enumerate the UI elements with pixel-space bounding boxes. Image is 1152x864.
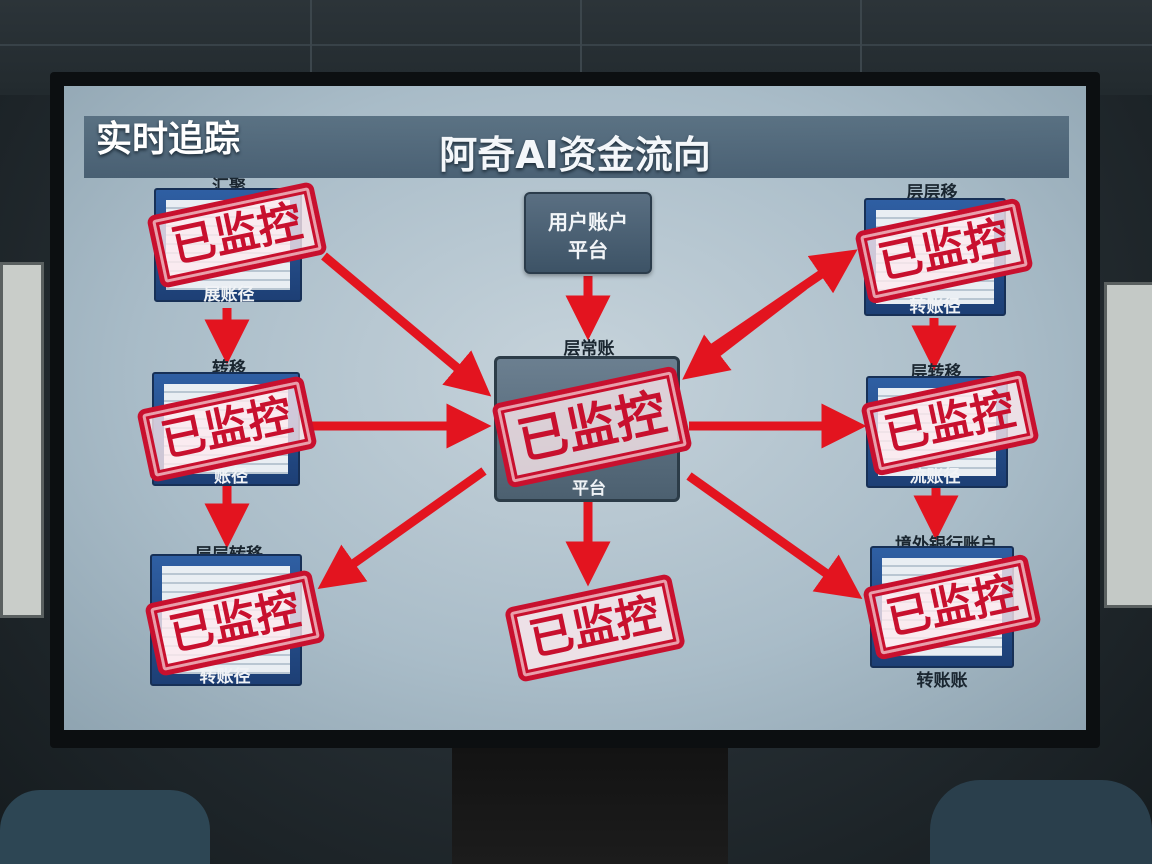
corner-title: 实时追踪	[96, 119, 241, 160]
source-label-line1: 用户账户	[548, 210, 628, 234]
left-node-1-bottom-label: 展账径	[203, 285, 255, 305]
arrow-right1-to-hub	[682, 282, 807, 380]
title-bar	[84, 116, 1069, 178]
source-label-line2: 平台	[568, 238, 608, 262]
flow-arrows	[204, 249, 959, 600]
left-node-2-bottom-label: 账径	[214, 467, 248, 487]
hub-top-label: 层常账	[563, 339, 615, 359]
arrow-hub-to-left3	[317, 467, 487, 590]
right-node-3-bottom-label: 转账账	[916, 671, 968, 691]
arrow-left1-to-hub	[321, 252, 492, 397]
left-node-3-bottom-label: 转账径	[199, 667, 251, 687]
screen-title: 阿奇AI资金流向	[439, 133, 711, 177]
monitor-screen: 阿奇AI资金流向 实时追踪 用户账户 平台 层常账	[64, 86, 1086, 730]
wall-notice-board-left	[0, 262, 44, 618]
arrow-hub-to-right3	[686, 472, 863, 600]
source-node: 用户账户 平台	[524, 192, 652, 274]
wall-notice-board-right	[1104, 282, 1152, 608]
hub-bottom-label: 平台	[572, 479, 606, 499]
right-node-1-bottom-label: 转账径	[909, 297, 961, 317]
chair-back-right	[930, 780, 1152, 864]
right-node-2-bottom-label: 流账径	[909, 467, 961, 487]
chair-back-left	[0, 790, 210, 864]
